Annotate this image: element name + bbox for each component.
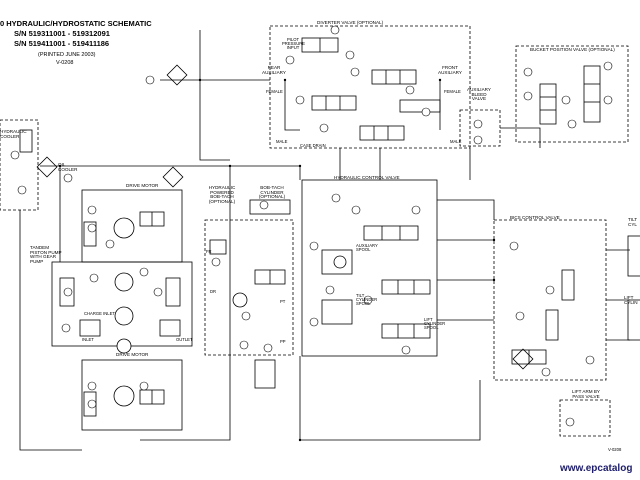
hydraulic-cooler-label: HYDRAULIC COOLER bbox=[0, 129, 27, 139]
tilt-cylinder-spool-label: TILT CYLINDER SPOOL bbox=[356, 293, 378, 307]
pt-label: PT bbox=[280, 299, 286, 304]
diverter-valve-box bbox=[269, 25, 471, 149]
lift-arm-bypass-box bbox=[559, 399, 611, 437]
oil-cooler-label: OIL COOLER bbox=[58, 162, 78, 172]
drive-motor-bottom-box bbox=[81, 359, 183, 431]
diverter-valve-label: DIVERTER VALVE (OPTIONAL) bbox=[317, 20, 384, 25]
case-drain-label: CASE DRAIN bbox=[300, 143, 326, 148]
dr-label: DR bbox=[210, 289, 217, 294]
pilot-pressure-label: PILOT PRESSURE INPUT bbox=[282, 37, 306, 51]
bobtach-box bbox=[204, 219, 294, 356]
bucket-position-valve-box bbox=[515, 45, 629, 143]
rear-auxiliary-label: REAR AUXILIARY bbox=[262, 65, 286, 75]
lift-cylinder-spool-label: LIFT CYLINDER SPOOL bbox=[424, 317, 446, 331]
watermark-text: www.epcatalog bbox=[560, 463, 633, 474]
tandem-pump-label: TANDEM PISTON PUMP WITH GEAR PUMP bbox=[30, 245, 62, 264]
tilt-cylinder-label: TILT CYL bbox=[628, 217, 638, 227]
bics-control-valve-label: BICS CONTROL VALVE bbox=[510, 215, 560, 220]
lift-cylinder-label: LIFT CYLIN bbox=[624, 295, 638, 305]
schematic-title: 0 HYDRAULIC/HYDROSTATIC SCHEMATIC bbox=[0, 19, 152, 28]
male-label-right: MALE bbox=[450, 139, 462, 144]
hydraulic-control-valve-box bbox=[301, 179, 438, 357]
female-label-right: FEMALE bbox=[444, 89, 461, 94]
schematic-code: V-0208 bbox=[56, 60, 74, 66]
bottom-code-label: V-0208 bbox=[608, 447, 622, 452]
printed-date: (PRINTED JUNE 2003) bbox=[38, 52, 96, 58]
female-label-left: FEMALE bbox=[266, 89, 283, 94]
male-label-left: MALE bbox=[276, 139, 288, 144]
hydraulic-control-valve-label: HYDRAULIC CONTROL VALVE bbox=[334, 175, 400, 180]
bobtach-cylinder-box bbox=[249, 199, 291, 215]
serial-line-2: S/N 519411001 - 519411186 bbox=[14, 39, 110, 48]
pp-label: PP bbox=[280, 339, 286, 344]
fr-label: FR bbox=[206, 249, 212, 254]
drive-motor-top-box bbox=[81, 189, 183, 263]
inlet-label: INLET bbox=[82, 337, 94, 342]
outlet-label: OUTLET bbox=[176, 337, 193, 342]
lift-arm-bypass-label: LIFT ARM BY PASS VALVE bbox=[572, 389, 600, 399]
serial-line-1: S/N 519311001 - 519312091 bbox=[14, 29, 110, 38]
front-auxiliary-label: FRONT AUXILIARY bbox=[438, 65, 462, 75]
hydraulic-cooler-box bbox=[0, 119, 39, 211]
charge-inlet-label: CHARGE INLET bbox=[84, 311, 115, 316]
bobtach-cylinder-label: BOB-TACH CYLINDER (OPTIONAL) bbox=[258, 185, 286, 200]
auxiliary-bleed-label: AUXILIARY BLEED VALVE bbox=[467, 87, 491, 102]
drive-motor-top-label: DRIVE MOTOR bbox=[126, 183, 159, 188]
drive-motor-bottom-label: DRIVE MOTOR bbox=[116, 352, 149, 357]
hydraulic-bobtach-label: HYDRAULIC POWERED BOB-TACH (OPTIONAL) bbox=[208, 185, 236, 204]
auxiliary-spool-label: AUXILIARY SPOOL bbox=[356, 243, 378, 253]
bucket-position-valve-label: BUCKET POSITION VALVE (OPTIONAL) bbox=[530, 47, 615, 52]
